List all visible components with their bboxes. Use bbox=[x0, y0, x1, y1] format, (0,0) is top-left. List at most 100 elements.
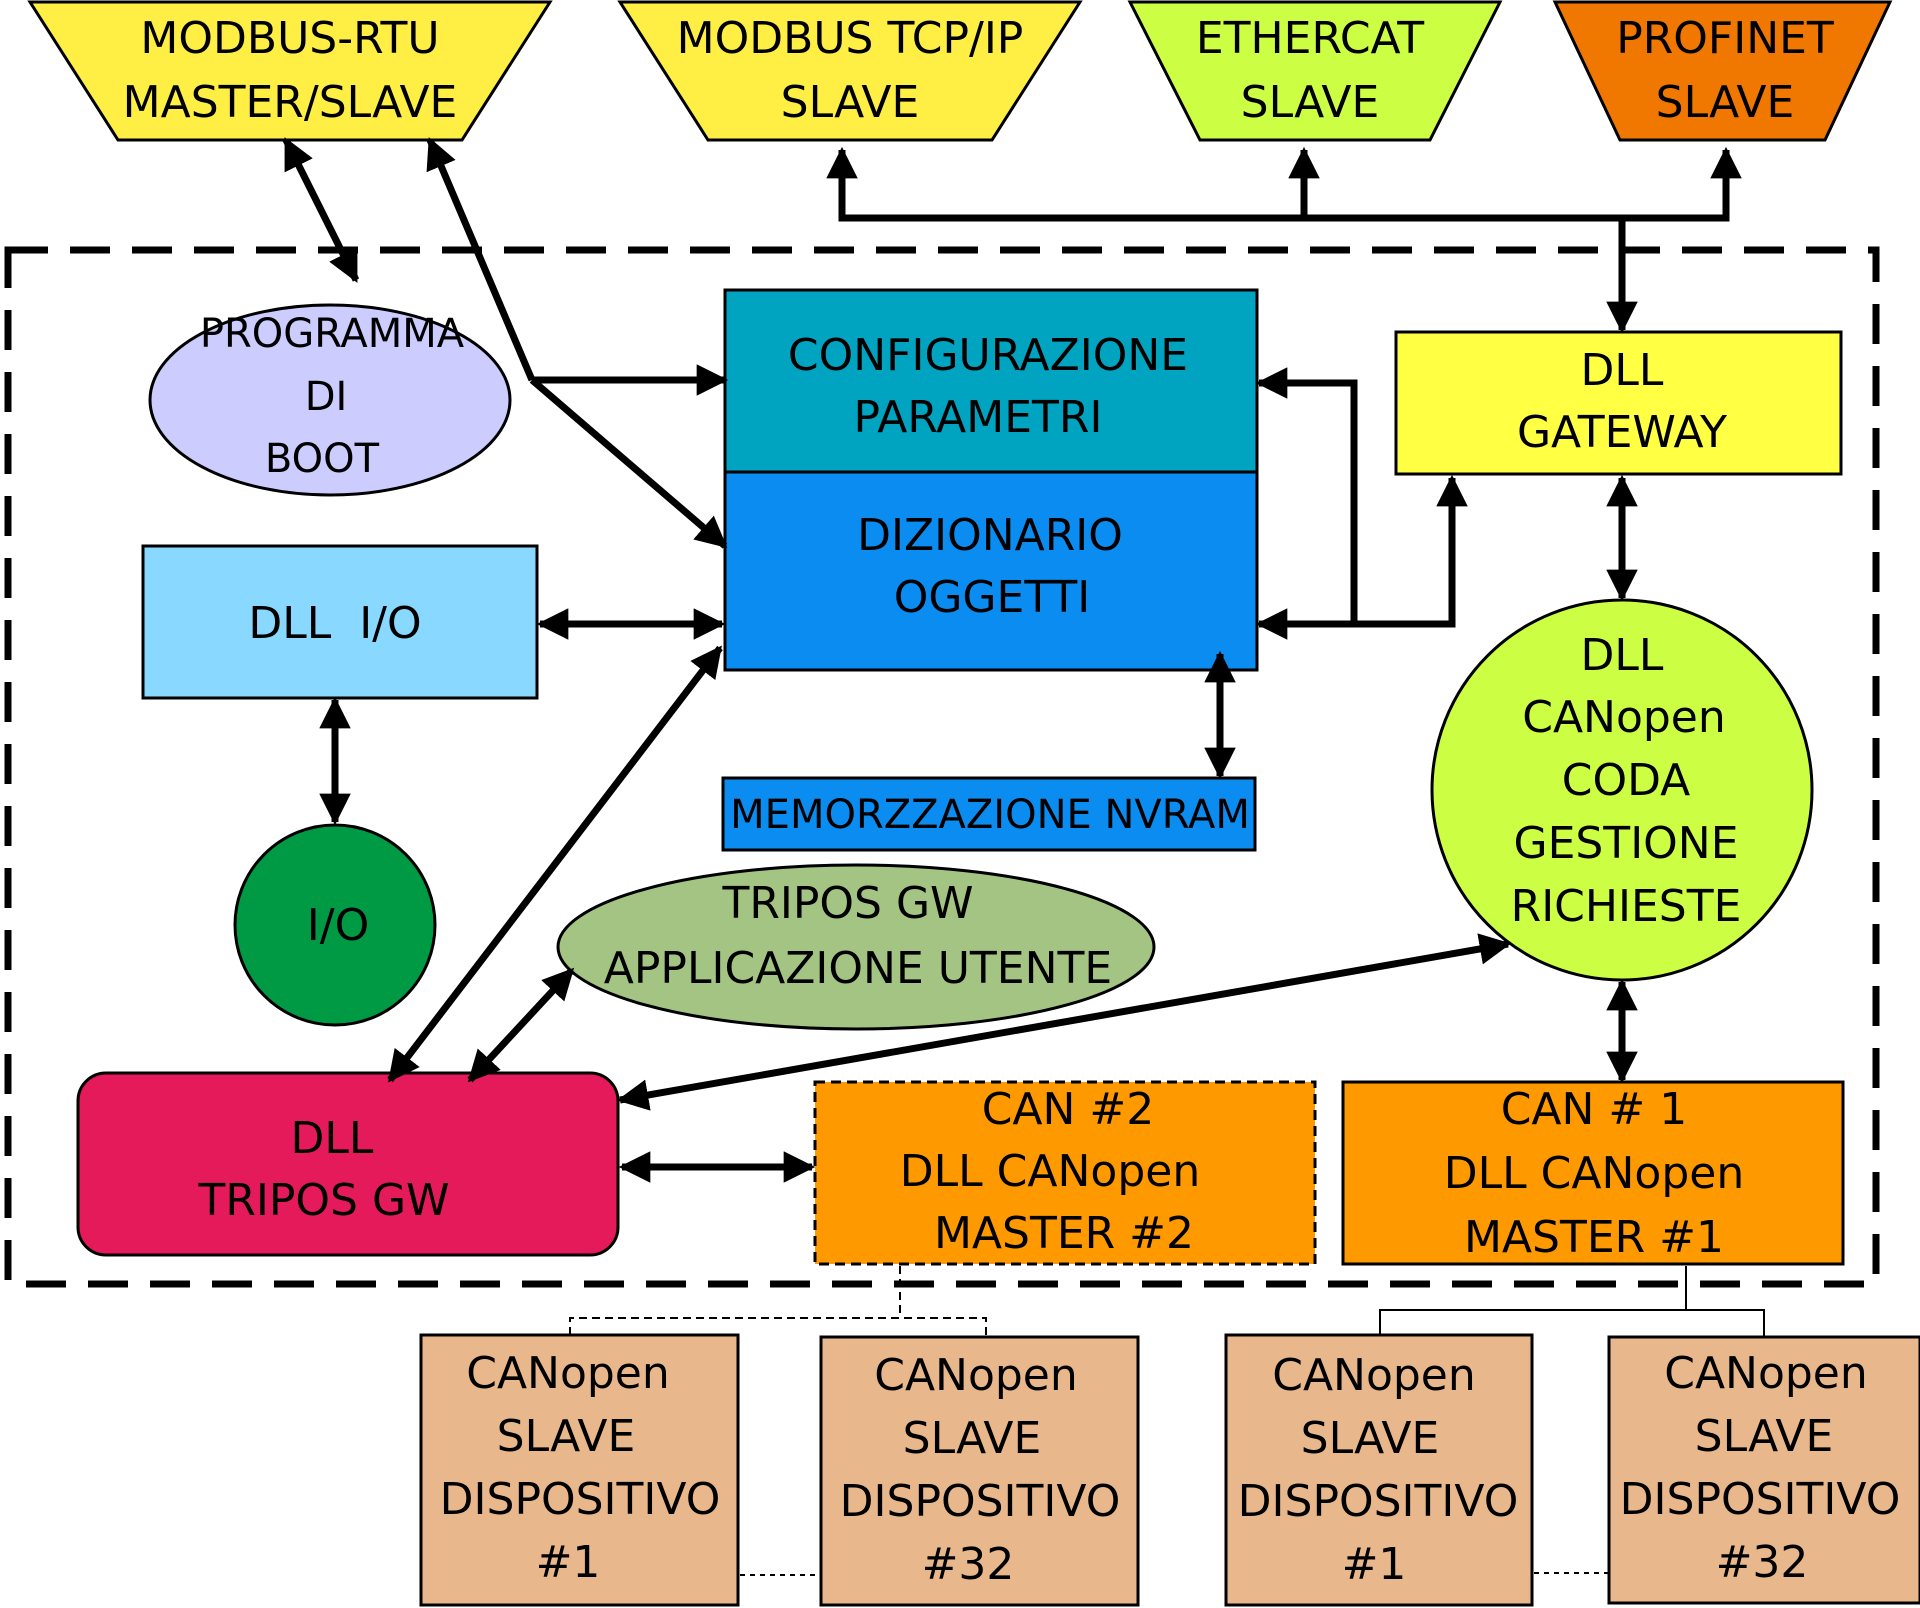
modbus-tcp-node: MODBUS TCP/IP SLAVE bbox=[617, 0, 1083, 142]
queue-line-3: CODA bbox=[1562, 755, 1691, 806]
config-line-2: PARAMETRI bbox=[854, 392, 1103, 443]
arrow-dictionary-gateway bbox=[1354, 474, 1468, 628]
config-line-1: CONFIGURAZIONE bbox=[788, 330, 1188, 381]
modbus-rtu-node: MODBUS-RTU MASTER/SLAVE bbox=[27, 0, 553, 142]
profinet-node: PROFINET SLAVE bbox=[1552, 0, 1893, 142]
can2-master-shape bbox=[813, 1080, 1317, 1266]
queue-line-2: CANopen bbox=[1522, 692, 1726, 743]
dll-io-label: DLL I/O bbox=[248, 598, 421, 649]
can2-slave-32-line-2: SLAVE bbox=[903, 1413, 1042, 1464]
can1-master-node: CAN # 1 DLL CANopen MASTER #1 bbox=[1341, 1080, 1845, 1266]
fieldbus-bus bbox=[826, 146, 1742, 222]
dll-tripos-line-1: DLL bbox=[291, 1113, 374, 1164]
ethercat-node: ETHERCAT SLAVE bbox=[1127, 0, 1503, 142]
can1-line-3: MASTER #1 bbox=[1464, 1212, 1724, 1263]
arrow-dictionary-tripos bbox=[387, 645, 723, 1083]
boot-line-3: BOOT bbox=[265, 436, 380, 482]
tripos-app-line-1: TRIPOS GW bbox=[721, 878, 973, 929]
can1-master-shape bbox=[1341, 1080, 1845, 1266]
can2-master-node: CAN #2 DLL CANopen MASTER #2 bbox=[813, 1080, 1317, 1266]
arrow-tripos-queue bbox=[616, 933, 1512, 1111]
can1-bus-lines bbox=[1379, 1266, 1765, 1337]
can2-bus-branch bbox=[569, 1317, 987, 1337]
boot-program-shape bbox=[148, 303, 512, 497]
object-dictionary-shape bbox=[723, 470, 1259, 672]
dll-tripos-node: DLL TRIPOS GW bbox=[76, 1071, 620, 1257]
canopen-queue-node: DLL CANopen CODA GESTIONE RICHIESTE bbox=[1430, 598, 1814, 982]
dll-gateway-shape bbox=[1394, 330, 1843, 476]
can2-slave-32-line-3: DISPOSITIVO bbox=[840, 1476, 1121, 1527]
modbus-rtu-line-1: MODBUS-RTU bbox=[140, 13, 439, 64]
modbus-tcp-shape bbox=[617, 0, 1083, 142]
can1-slave-1-line-3: DISPOSITIVO bbox=[1238, 1476, 1519, 1527]
modbus-rtu-line-2: MASTER/SLAVE bbox=[123, 77, 458, 128]
ethercat-shape bbox=[1127, 0, 1503, 142]
nvram-label: MEMORZZAZIONE NVRAM bbox=[730, 792, 1250, 838]
nvram-storage-node: MEMORZZAZIONE NVRAM bbox=[721, 776, 1257, 852]
arrow-rtu-boot bbox=[282, 137, 360, 283]
object-dictionary-node: DIZIONARIO OGGETTI bbox=[723, 470, 1259, 672]
arrow-rtu-trunk bbox=[426, 137, 536, 382]
can2-line-2: DLL CANopen bbox=[900, 1146, 1200, 1197]
can1-slave-1-shape bbox=[1224, 1333, 1534, 1607]
can2-slave-1-line-2: SLAVE bbox=[497, 1411, 636, 1462]
can2-slave-32-node: CANopen SLAVE DISPOSITIVO #32 bbox=[819, 1335, 1140, 1607]
config-params-node: CONFIGURAZIONE PARAMETRI bbox=[723, 288, 1259, 474]
can1-slave-32-line-1: CANopen bbox=[1664, 1348, 1868, 1399]
boot-program-node: PROGRAMMA DI BOOT bbox=[148, 303, 512, 497]
queue-line-1: DLL bbox=[1581, 630, 1664, 681]
can2-slave-1-line-1: CANopen bbox=[466, 1348, 670, 1399]
arrow-app-tripos bbox=[467, 967, 575, 1083]
can1-line-2: DLL CANopen bbox=[1444, 1148, 1744, 1199]
dictionary-line-1: DIZIONARIO bbox=[857, 510, 1123, 561]
profinet-line-2: SLAVE bbox=[1656, 77, 1795, 128]
dll-tripos-shape bbox=[76, 1071, 620, 1257]
can1-slave-32-shape bbox=[1607, 1335, 1920, 1605]
can2-slave-32-line-4: #32 bbox=[922, 1539, 1015, 1590]
system-boundary bbox=[4, 246, 1880, 1288]
io-label: I/O bbox=[307, 900, 369, 951]
modbus-rtu-shape bbox=[27, 0, 553, 142]
modbus-tcp-line-2: SLAVE bbox=[781, 77, 920, 128]
can1-slave-32-line-4: #32 bbox=[1716, 1537, 1809, 1588]
profinet-line-1: PROFINET bbox=[1616, 13, 1834, 64]
can2-slave-1-shape bbox=[419, 1333, 740, 1607]
can1-slave-32-node: CANopen SLAVE DISPOSITIVO #32 bbox=[1607, 1335, 1920, 1605]
dictionary-line-2: OGGETTI bbox=[894, 572, 1091, 623]
modbus-tcp-line-1: MODBUS TCP/IP bbox=[677, 13, 1024, 64]
can1-slave-1-node: CANopen SLAVE DISPOSITIVO #1 bbox=[1224, 1333, 1534, 1607]
arrow-dictionary-config bbox=[1255, 367, 1358, 640]
can2-slave-32-shape bbox=[819, 1335, 1140, 1607]
can2-slave-32-line-1: CANopen bbox=[874, 1350, 1078, 1401]
boot-line-1: PROGRAMMA bbox=[200, 311, 465, 357]
can2-line-1: CAN #2 bbox=[982, 1084, 1155, 1135]
config-params-shape bbox=[723, 288, 1259, 474]
can1-slave-1-line-4: #1 bbox=[1342, 1539, 1407, 1590]
tripos-app-line-2: APPLICAZIONE UTENTE bbox=[604, 943, 1112, 994]
boot-line-2: DI bbox=[305, 374, 348, 420]
queue-line-4: GESTIONE bbox=[1513, 818, 1738, 869]
dll-gateway-node: DLL GATEWAY bbox=[1394, 330, 1843, 476]
can1-slave-1-line-1: CANopen bbox=[1272, 1350, 1476, 1401]
can1-bus-branch bbox=[1379, 1309, 1765, 1337]
queue-line-5: RICHIESTE bbox=[1511, 881, 1742, 932]
ethercat-line-2: SLAVE bbox=[1241, 77, 1380, 128]
ethercat-line-1: ETHERCAT bbox=[1196, 13, 1424, 64]
can1-line-1: CAN # 1 bbox=[1501, 1084, 1688, 1135]
can2-line-3: MASTER #2 bbox=[934, 1208, 1194, 1259]
io-node: I/O bbox=[233, 823, 437, 1027]
dll-io-node: DLL I/O bbox=[141, 544, 539, 700]
gateway-line-1: DLL bbox=[1581, 345, 1664, 396]
can2-slave-1-line-3: DISPOSITIVO bbox=[440, 1474, 721, 1525]
dll-tripos-line-2: TRIPOS GW bbox=[197, 1175, 449, 1226]
can1-slave-32-line-3: DISPOSITIVO bbox=[1620, 1474, 1901, 1525]
can1-slave-32-line-2: SLAVE bbox=[1695, 1411, 1834, 1462]
arrow-rtu-dictionary bbox=[529, 377, 728, 549]
can2-slave-1-node: CANopen SLAVE DISPOSITIVO #1 bbox=[419, 1333, 740, 1607]
connectors bbox=[282, 137, 1742, 1183]
profinet-shape bbox=[1552, 0, 1893, 142]
can2-slave-1-line-4: #1 bbox=[536, 1537, 601, 1588]
tripos-app-node: TRIPOS GW APPLICAZIONE UTENTE bbox=[556, 863, 1156, 1031]
gateway-line-2: GATEWAY bbox=[1517, 407, 1727, 458]
